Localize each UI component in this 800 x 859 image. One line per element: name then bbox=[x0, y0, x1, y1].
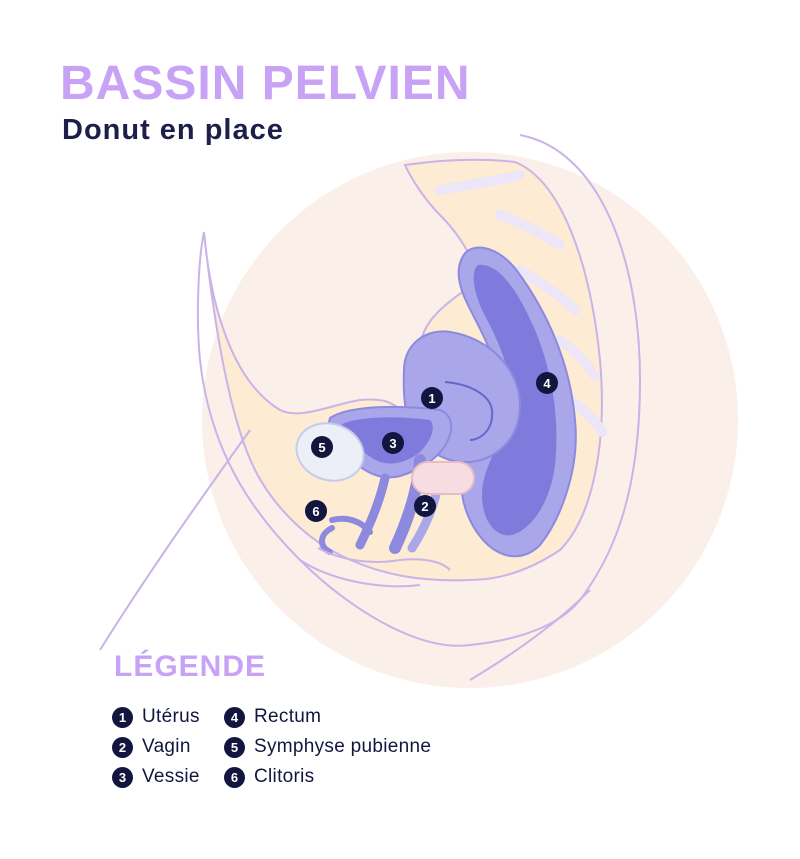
legend-item-vagina: 2 Vagin bbox=[112, 732, 224, 762]
label-1: 1 bbox=[421, 387, 443, 409]
clitoris bbox=[319, 515, 373, 555]
svg-text:1: 1 bbox=[428, 391, 435, 406]
legend-label: Vagin bbox=[142, 736, 191, 757]
legend-label: Symphyse pubienne bbox=[254, 736, 432, 757]
legend-title: LÉGENDE bbox=[114, 650, 267, 683]
legend-item-rectum: 4 Rectum bbox=[224, 702, 464, 732]
labia bbox=[299, 547, 451, 588]
legend-item-pubic-symphysis: 5 Symphyse pubienne bbox=[224, 732, 464, 762]
legend-badge: 4 bbox=[224, 706, 245, 728]
page-title: BASSIN PELVIEN bbox=[60, 57, 471, 110]
body-outline bbox=[196, 134, 642, 647]
svg-text:4: 4 bbox=[543, 376, 551, 391]
legend-badge: 1 bbox=[112, 706, 133, 728]
legend-item-bladder: 3 Vessie bbox=[112, 762, 224, 792]
legend-label: Vessie bbox=[142, 766, 200, 787]
thigh-line bbox=[99, 429, 591, 681]
legend-item-uterus: 1 Utérus bbox=[112, 702, 224, 732]
label-5: 5 bbox=[311, 436, 333, 458]
label-6: 6 bbox=[305, 500, 327, 522]
svg-text:2: 2 bbox=[421, 499, 428, 514]
label-4: 4 bbox=[536, 372, 558, 394]
uterus-cavity bbox=[444, 381, 494, 441]
svg-text:6: 6 bbox=[312, 504, 319, 519]
legend-label: Utérus bbox=[142, 706, 200, 727]
legend-item-clitoris: 6 Clitoris bbox=[224, 762, 464, 792]
legend-label: Clitoris bbox=[254, 766, 315, 787]
donut-device bbox=[411, 461, 475, 495]
label-3: 3 bbox=[382, 432, 404, 454]
legend-badge: 5 bbox=[224, 736, 245, 758]
legend-list: 1 Utérus 4 Rectum 2 Vagin 5 Symphyse pub… bbox=[112, 702, 464, 792]
spine bbox=[435, 170, 607, 437]
label-2: 2 bbox=[414, 495, 436, 517]
svg-text:3: 3 bbox=[389, 436, 396, 451]
svg-text:5: 5 bbox=[318, 440, 325, 455]
legend-badge: 2 bbox=[112, 736, 133, 758]
legend-label: Rectum bbox=[254, 706, 322, 727]
urethra bbox=[355, 473, 390, 550]
legend-badge: 3 bbox=[112, 766, 133, 788]
legend-badge: 6 bbox=[224, 766, 245, 788]
page-subtitle: Donut en place bbox=[62, 114, 284, 146]
